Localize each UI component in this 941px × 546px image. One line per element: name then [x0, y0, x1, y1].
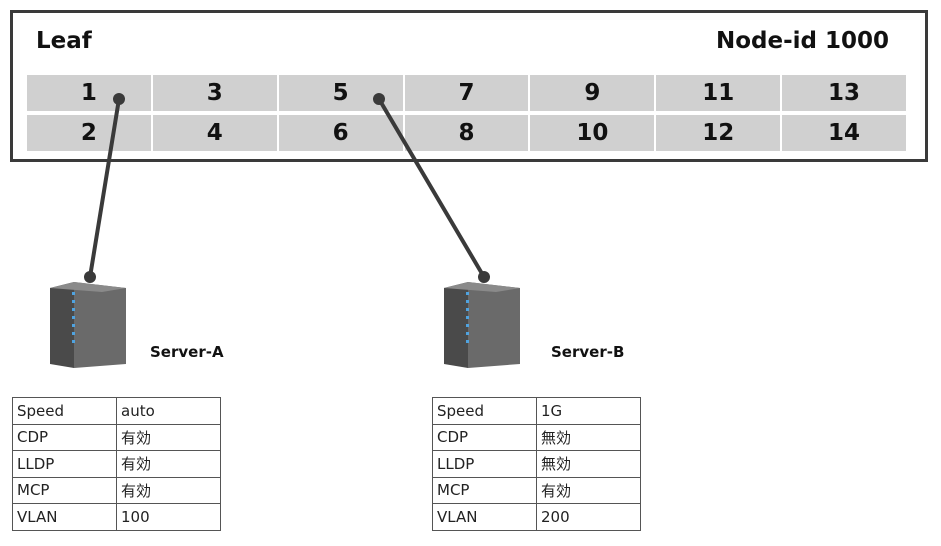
server-b-label: Server-B — [551, 343, 625, 361]
port-4[interactable]: 4 — [152, 115, 277, 151]
property-value: 1G — [536, 397, 641, 425]
port-8[interactable]: 8 — [404, 115, 529, 151]
property-key: CDP — [432, 423, 537, 451]
port-7[interactable]: 7 — [404, 75, 529, 111]
port-2[interactable]: 2 — [27, 115, 151, 151]
property-key: VLAN — [12, 503, 117, 531]
property-key: VLAN — [432, 503, 537, 531]
port-1[interactable]: 1 — [27, 75, 151, 111]
table-row: MCP 有効 — [432, 476, 641, 504]
property-value: 有効 — [116, 423, 221, 451]
server-b-leds — [466, 292, 469, 343]
table-row: Speed auto — [12, 397, 221, 425]
property-key: MCP — [12, 476, 117, 504]
server-b-icon — [444, 282, 520, 368]
property-key: MCP — [432, 476, 537, 504]
server-a-icon — [50, 282, 126, 368]
port-3[interactable]: 3 — [152, 75, 277, 111]
property-value: 100 — [116, 503, 221, 531]
property-value: 200 — [536, 503, 641, 531]
table-row: LLDP 有効 — [12, 450, 221, 478]
server-a-label: Server-A — [150, 343, 224, 361]
port-13[interactable]: 13 — [782, 75, 906, 111]
port-5[interactable]: 5 — [278, 75, 403, 111]
server-a-properties-table: Speed auto CDP 有効 LLDP 有効 MCP 有効 VLAN 10… — [12, 397, 221, 531]
table-row: CDP 有効 — [12, 423, 221, 451]
port-10[interactable]: 10 — [530, 115, 655, 151]
property-key: LLDP — [432, 450, 537, 478]
property-value: 無効 — [536, 450, 641, 478]
leaf-title: Leaf — [36, 28, 92, 54]
port-12[interactable]: 12 — [656, 115, 781, 151]
property-key: Speed — [12, 397, 117, 425]
table-row: VLAN 100 — [12, 503, 221, 531]
port-grid: 1 3 5 7 9 11 13 2 4 6 8 10 12 14 — [27, 75, 906, 151]
table-row: Speed 1G — [432, 397, 641, 425]
port-9[interactable]: 9 — [530, 75, 655, 111]
port-11[interactable]: 11 — [656, 75, 781, 111]
server-a-leds — [72, 292, 75, 343]
property-key: LLDP — [12, 450, 117, 478]
port-14[interactable]: 14 — [782, 115, 906, 151]
property-key: Speed — [432, 397, 537, 425]
table-row: MCP 有効 — [12, 476, 221, 504]
table-row: VLAN 200 — [432, 503, 641, 531]
property-value: 有効 — [116, 476, 221, 504]
node-id-label: Node-id 1000 — [716, 28, 890, 54]
property-value: auto — [116, 397, 221, 425]
server-b-properties-table: Speed 1G CDP 無効 LLDP 無効 MCP 有効 VLAN 200 — [432, 397, 641, 531]
port-6[interactable]: 6 — [278, 115, 403, 151]
property-key: CDP — [12, 423, 117, 451]
property-value: 無効 — [536, 423, 641, 451]
property-value: 有効 — [536, 476, 641, 504]
table-row: LLDP 無効 — [432, 450, 641, 478]
property-value: 有効 — [116, 450, 221, 478]
table-row: CDP 無効 — [432, 423, 641, 451]
